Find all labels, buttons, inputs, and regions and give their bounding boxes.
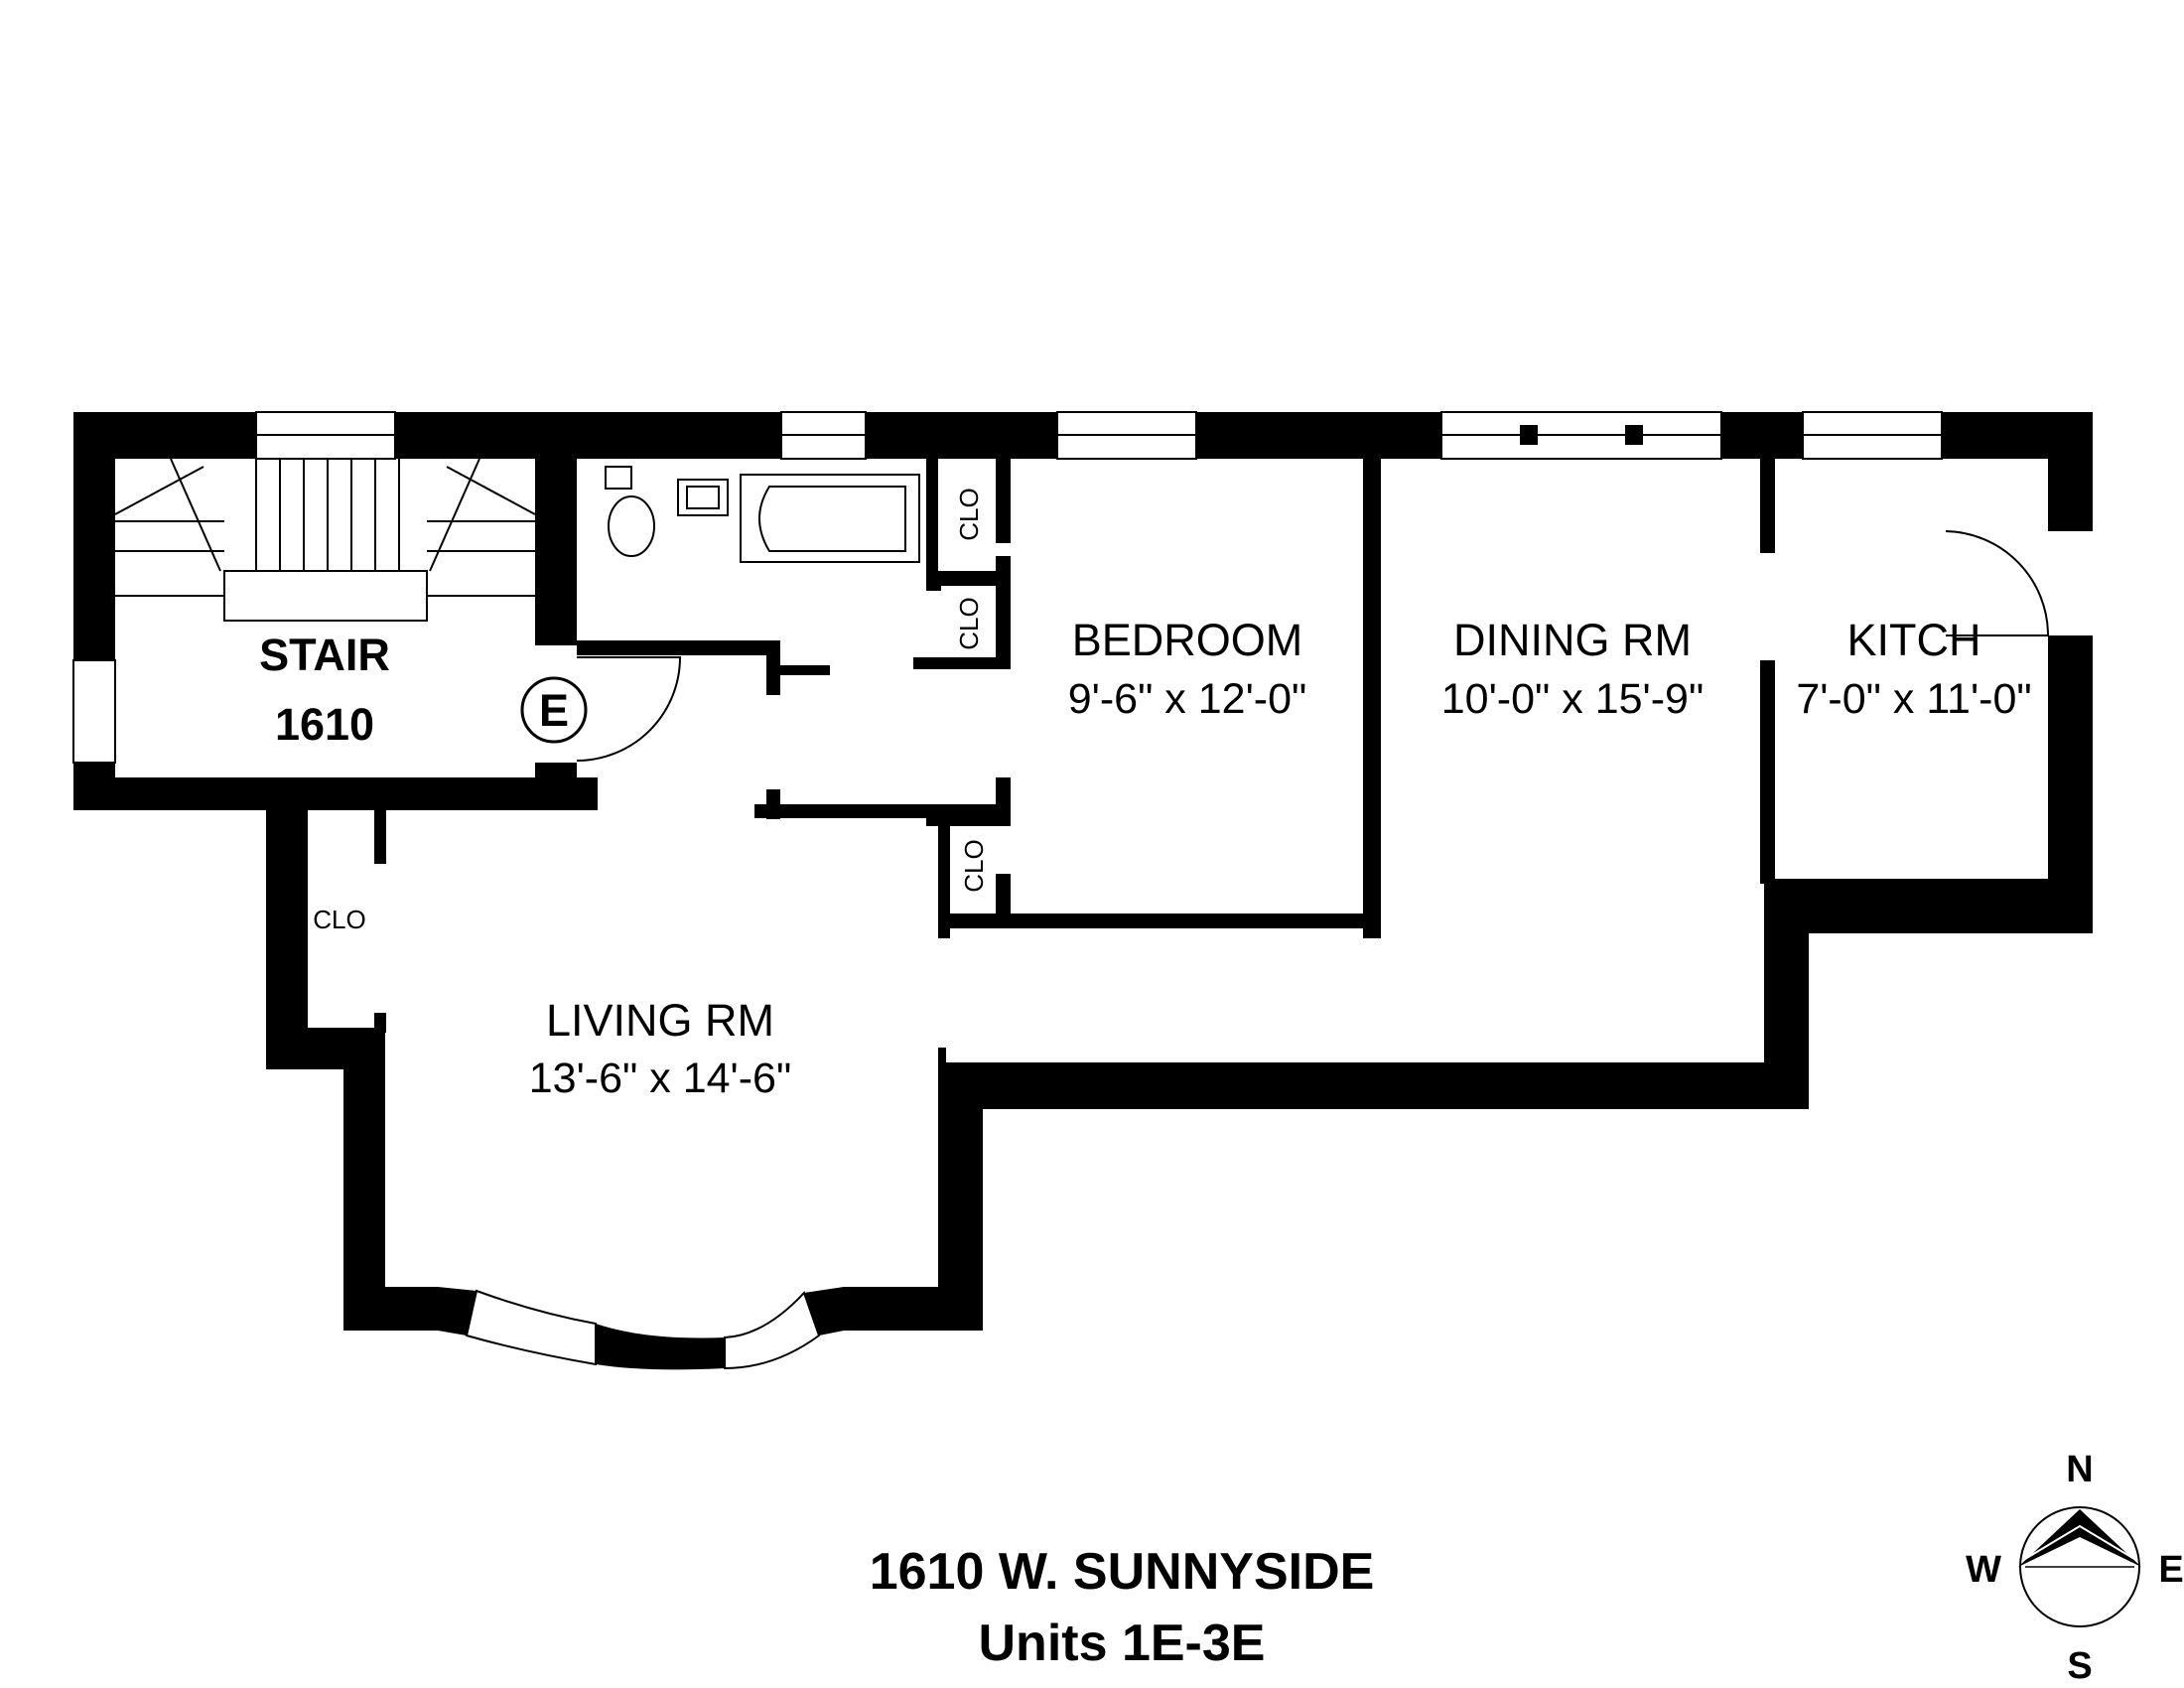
closet-label-living-right: CLO [959, 839, 989, 892]
compass-north-arrow-icon [2018, 1509, 2141, 1567]
stair-name: STAIR [259, 630, 390, 680]
closet-label-hall: CLO [954, 597, 984, 649]
doors [576, 530, 2050, 762]
compass-s: S [2067, 1645, 2092, 1687]
compass-e: E [2158, 1549, 2183, 1591]
walls [73, 412, 2093, 1370]
entry-marker-label: E [539, 685, 569, 736]
dining-name: DINING RM [1453, 615, 1692, 665]
living-size: 13'-6" x 14'-6" [529, 1055, 791, 1102]
address-title: 1610 W. SUNNYSIDE [870, 1543, 1375, 1601]
compass-rose: N S E W [1966, 1449, 2184, 1687]
toilet-bowl [608, 495, 655, 557]
toilet-tank [605, 466, 632, 490]
bedroom-name: BEDROOM [1072, 615, 1303, 665]
bedroom-size: 9'-6" x 12'-0" [1068, 675, 1307, 723]
closet-label-bath: CLO [954, 488, 984, 540]
compass-n: N [2066, 1449, 2093, 1490]
units-subtitle: Units 1E-3E [979, 1615, 1266, 1672]
closet-label-living-left: CLO [313, 905, 365, 934]
compass-w: W [1966, 1549, 2001, 1591]
kitchen-name: KITCH [1847, 615, 1981, 665]
bathroom-fixtures [605, 466, 920, 563]
window-mullions [1520, 425, 1643, 445]
stair-number: 1610 [275, 699, 374, 750]
living-name: LIVING RM [546, 995, 774, 1046]
windows [72, 411, 1943, 1370]
dining-size: 10'-0" x 15'-9" [1441, 675, 1704, 723]
kitchen-size: 7'-0" x 11'-0" [1796, 675, 2031, 723]
staircase [114, 458, 536, 622]
entry-marker: E [520, 676, 588, 744]
